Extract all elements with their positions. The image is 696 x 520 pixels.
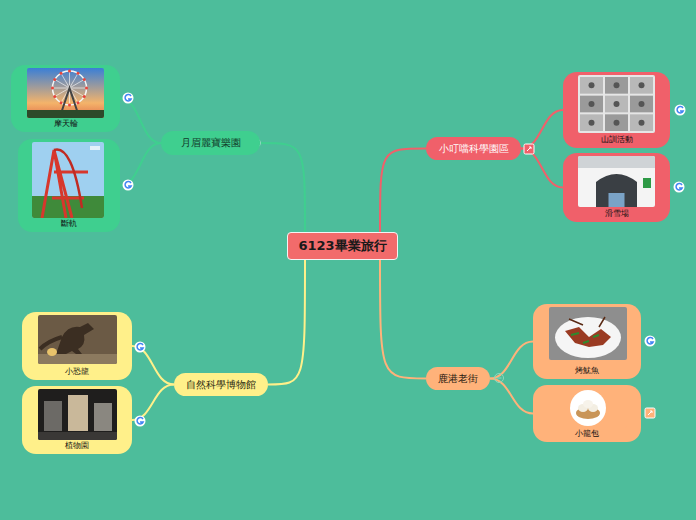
- image-card: 斷軌: [18, 139, 120, 232]
- topic-label: 月眉麗寶樂園: [181, 136, 241, 150]
- branch-line: [120, 143, 161, 186]
- branch-topic: 自然科學博物館: [174, 373, 268, 396]
- topic-label: 6123畢業旅行: [298, 237, 386, 255]
- branch-topic: 小叮噹科學園區: [426, 137, 521, 160]
- card-label: 摩天輪: [11, 119, 120, 129]
- branch-line: [380, 260, 426, 379]
- photo: [549, 307, 627, 360]
- branch-topic: 月眉麗寶樂園: [161, 131, 260, 155]
- branch-line: [132, 385, 174, 421]
- branch-topic: 鹿港老街: [426, 367, 490, 390]
- card-label: 山訓活動: [563, 135, 670, 145]
- topic-label: 自然科學博物館: [186, 378, 256, 392]
- link-icon: [524, 144, 655, 418]
- branch-line: [120, 99, 161, 144]
- photo: [38, 315, 117, 364]
- photo: [38, 389, 117, 440]
- card-label: 小恐龍: [22, 367, 132, 377]
- image-card: 植物園: [22, 386, 132, 454]
- photo: [549, 388, 627, 428]
- card-label: 烤魷魚: [533, 366, 641, 376]
- root-topic: 6123畢業旅行: [287, 232, 398, 260]
- branch-line: [490, 379, 533, 414]
- branch-line: [260, 143, 305, 232]
- topic-label: 小叮噹科學園區: [439, 142, 509, 156]
- photo: [578, 75, 655, 133]
- image-card: 烤魷魚: [533, 304, 641, 379]
- image-card: 滑雪場: [563, 153, 670, 222]
- topic-label: 鹿港老街: [438, 372, 478, 386]
- card-label: 滑雪場: [563, 209, 670, 219]
- image-card: 摩天輪: [11, 65, 120, 132]
- photo: [32, 142, 104, 218]
- google-badge: [123, 93, 686, 427]
- card-label: 植物園: [22, 441, 132, 451]
- photo: [578, 156, 655, 207]
- photo: [27, 68, 104, 118]
- card-label: 斷軌: [18, 219, 120, 229]
- image-card: 山訓活動: [563, 72, 670, 148]
- image-card: 小籠包: [533, 385, 641, 442]
- branch-line: [521, 110, 563, 149]
- branch-line: [268, 260, 305, 385]
- branch-line: [490, 342, 533, 379]
- card-label: 小籠包: [533, 429, 641, 439]
- collapse-icon: [252, 139, 504, 383]
- image-card: 小恐龍: [22, 312, 132, 380]
- branch-line: [380, 149, 426, 233]
